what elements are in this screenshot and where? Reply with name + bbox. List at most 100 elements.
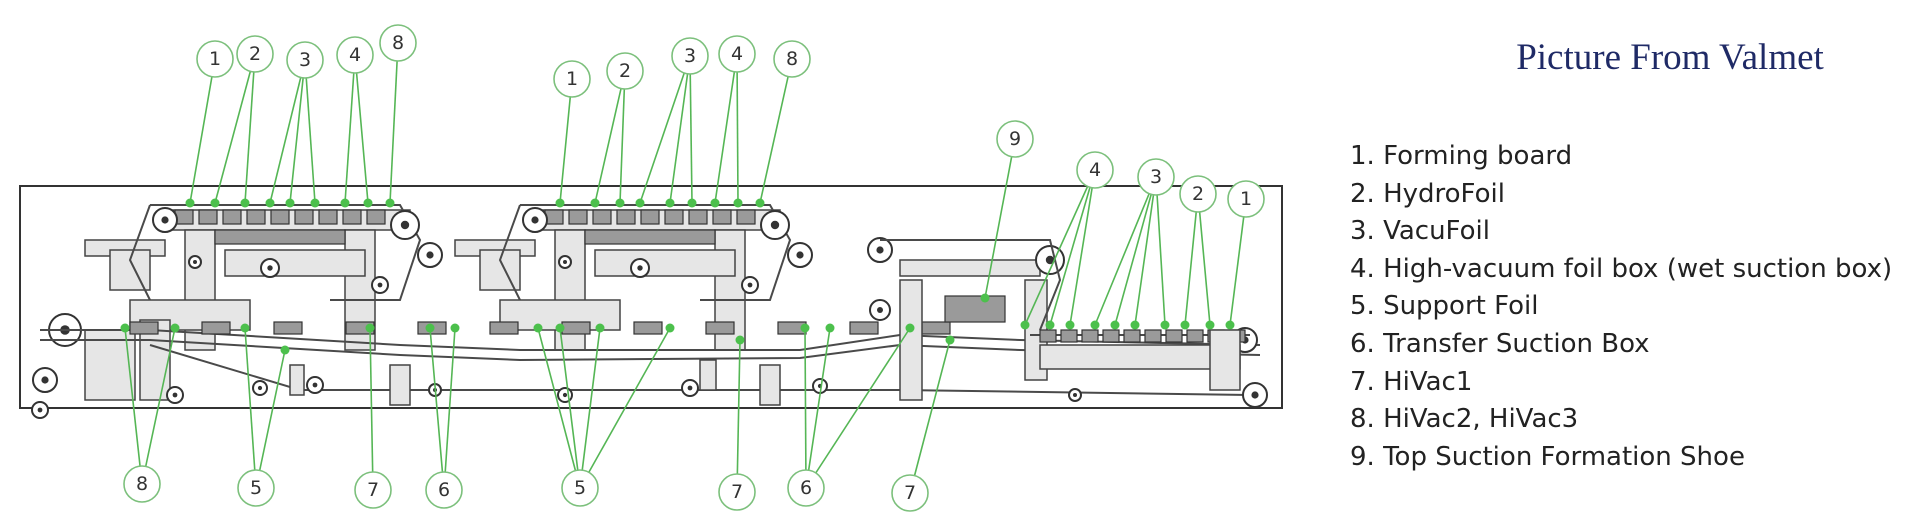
- machine-part: [584, 229, 716, 245]
- machine-part: [224, 249, 366, 277]
- callout: 7: [891, 474, 929, 512]
- roll-core: [687, 385, 693, 391]
- leader-line: [579, 327, 671, 489]
- roll-core: [563, 260, 567, 264]
- leader-line: [909, 339, 951, 494]
- callout: 1: [553, 60, 591, 98]
- callout-circle: [773, 40, 811, 78]
- callout-label: 9: [1009, 128, 1021, 150]
- legend-item: 2. HydroFoil: [1350, 178, 1505, 209]
- leader-line: [804, 327, 807, 489]
- machine-part: [688, 209, 708, 225]
- callout: 7: [718, 473, 756, 511]
- machine-part: [1060, 329, 1078, 343]
- roll-core: [267, 265, 273, 271]
- machine-part: [899, 259, 1041, 277]
- callout: 6: [425, 471, 463, 509]
- leader-line: [141, 327, 176, 485]
- target-dot: [425, 323, 435, 333]
- roll-core: [257, 385, 263, 391]
- target-dot: [665, 198, 675, 208]
- leader-line: [1049, 169, 1096, 326]
- roll-core: [426, 251, 434, 259]
- wire-line: [40, 329, 1261, 351]
- target-dot: [1130, 320, 1140, 330]
- leader-line: [537, 327, 581, 489]
- target-dot: [755, 198, 765, 208]
- callout: 3: [1137, 158, 1175, 196]
- roll-core: [312, 382, 318, 388]
- target-dot: [1160, 320, 1170, 330]
- leader-line: [244, 53, 256, 204]
- leader-line: [559, 327, 581, 489]
- leader-line: [559, 78, 573, 204]
- machine-part: [109, 249, 151, 291]
- roll-core: [531, 216, 539, 224]
- roll-core: [41, 376, 49, 384]
- machine-part: [664, 209, 684, 225]
- machine-part: [1081, 329, 1099, 343]
- target-dot: [385, 198, 395, 208]
- machine-part: [705, 321, 735, 335]
- target-dot: [533, 323, 543, 333]
- callout-label: 2: [249, 43, 261, 65]
- callout-circle: [1137, 158, 1175, 196]
- machine-part: [1165, 329, 1183, 343]
- target-dot: [980, 293, 990, 303]
- callout: 2: [1179, 175, 1217, 213]
- leader-line: [984, 138, 1016, 299]
- target-dot: [615, 198, 625, 208]
- leader-line: [1069, 169, 1096, 326]
- roll-core: [876, 246, 884, 254]
- target-dot: [1090, 320, 1100, 330]
- callout-circle: [354, 471, 392, 509]
- leader-line: [1134, 176, 1157, 326]
- callout-circle: [996, 120, 1034, 158]
- target-dot: [185, 198, 195, 208]
- machine-part: [294, 209, 314, 225]
- target-dot: [363, 198, 373, 208]
- leader-line: [579, 327, 601, 489]
- leader-line: [619, 70, 626, 204]
- target-dot: [555, 323, 565, 333]
- callout: 2: [236, 35, 274, 73]
- wire-line: [40, 339, 1261, 362]
- machine-part: [273, 321, 303, 335]
- target-dot: [735, 335, 745, 345]
- target-dot: [945, 335, 955, 345]
- target-dot: [450, 323, 460, 333]
- target-dot: [120, 323, 130, 333]
- leader-line: [1197, 193, 1211, 326]
- callout-label: 4: [349, 44, 361, 66]
- target-dot: [710, 198, 720, 208]
- target-dot: [1110, 320, 1120, 330]
- legend-item: 9. Top Suction Formation Shoe: [1350, 441, 1745, 472]
- machine-part: [944, 295, 1006, 323]
- leader-line: [689, 55, 693, 204]
- roll-core: [172, 392, 178, 398]
- leader-line: [255, 349, 286, 489]
- target-dot: [365, 323, 375, 333]
- callout: 5: [561, 469, 599, 507]
- callout-circle: [237, 469, 275, 507]
- roll-core: [796, 251, 804, 259]
- target-dot: [1065, 320, 1075, 330]
- machine-part: [899, 279, 923, 401]
- leader-line: [244, 327, 257, 489]
- target-dot: [905, 323, 915, 333]
- machine-part: [759, 364, 781, 406]
- callout-label: 6: [800, 477, 812, 499]
- callout-label: 1: [1240, 188, 1252, 210]
- callout-label: 3: [1150, 166, 1162, 188]
- callout: 6: [787, 469, 825, 507]
- target-dot: [1045, 320, 1055, 330]
- target-dot: [1180, 320, 1190, 330]
- machine-part: [616, 209, 636, 225]
- roll-core: [193, 260, 197, 264]
- machine-part: [712, 209, 732, 225]
- callout-label: 7: [731, 481, 743, 503]
- machine-part: [561, 321, 591, 335]
- callout-circle: [718, 473, 756, 511]
- callout-circle: [379, 24, 417, 62]
